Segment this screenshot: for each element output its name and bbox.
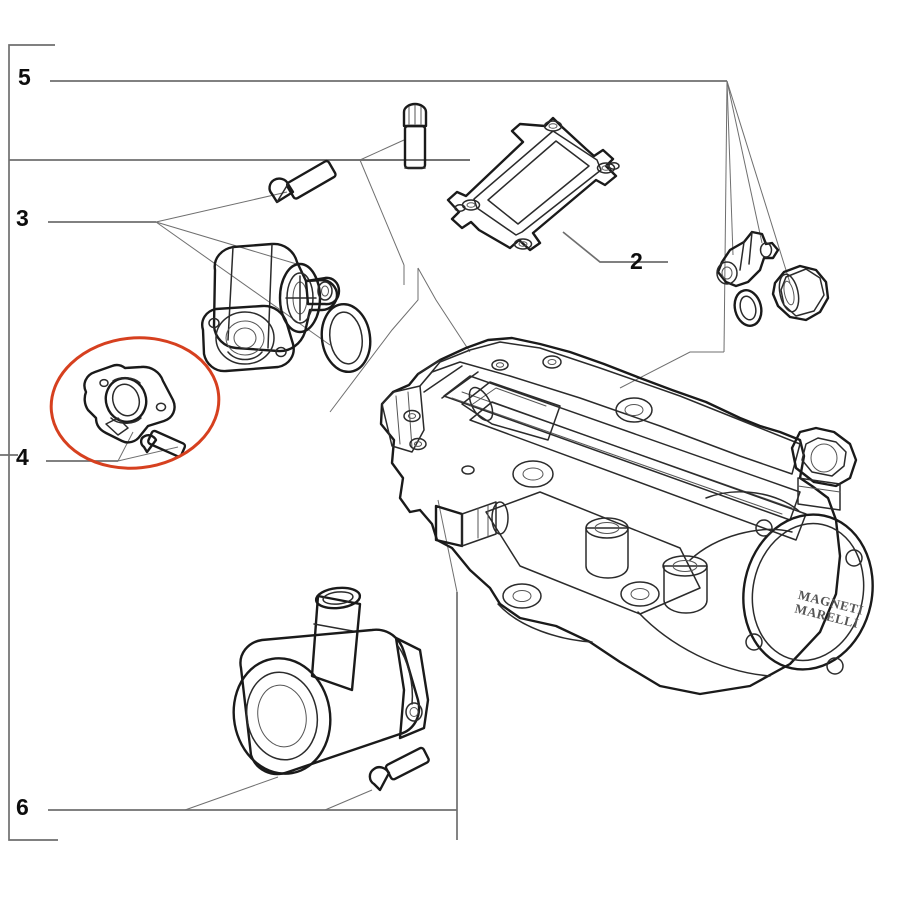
part-pump-body [232,586,430,792]
highlight-ellipse [49,336,221,470]
part-sensor-bracket [83,363,187,458]
part-bolt-top [402,102,428,170]
callout-number-2[interactable]: 2 [630,248,643,274]
part-bolt-valve [268,159,337,204]
part-plug-assembly [716,230,830,327]
callout-number-4[interactable]: 4 [16,444,29,470]
part-solenoid-valve [201,159,372,374]
callout-number-6[interactable]: 6 [16,794,29,820]
leader-lines [46,80,791,840]
part-main-housing [379,336,874,696]
callout-number-5[interactable]: 5 [18,64,31,90]
part-gasket [446,116,620,252]
callout-number-3[interactable]: 3 [16,205,29,231]
